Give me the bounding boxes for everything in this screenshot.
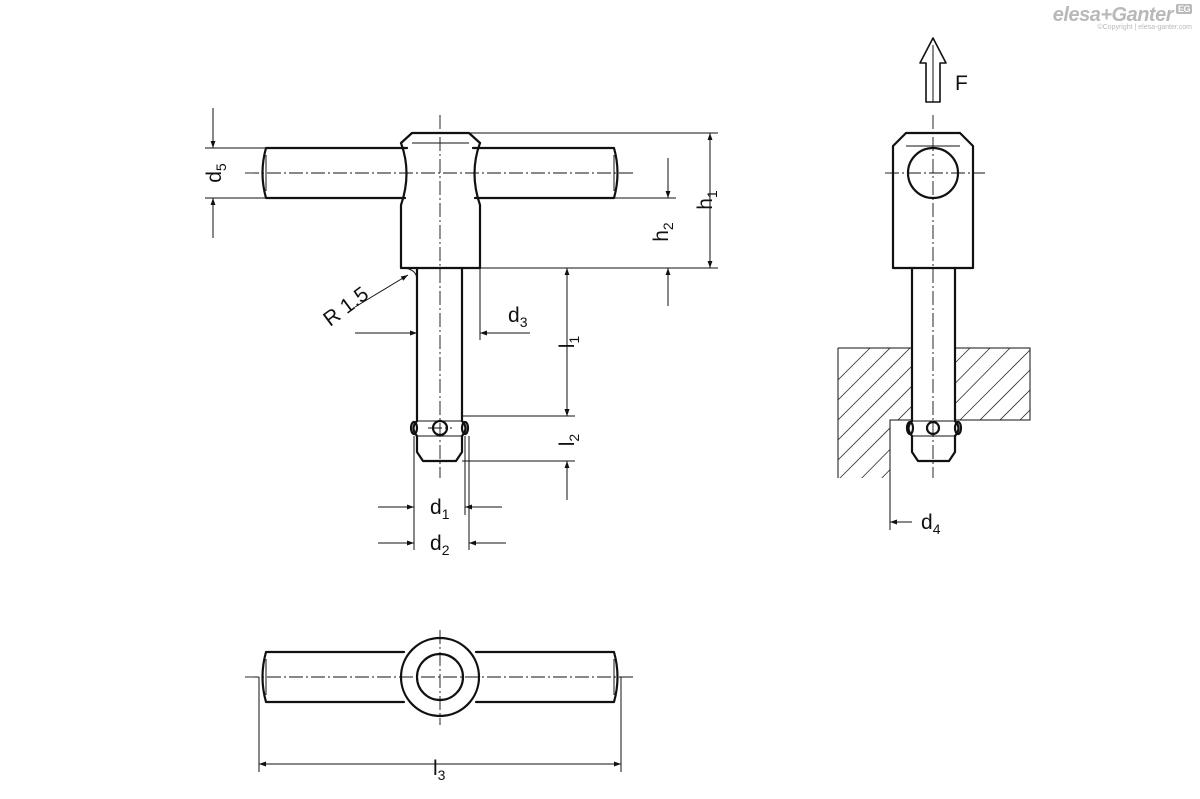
label-d2: d2 (430, 532, 450, 558)
dimension-labels: d5 h2 h1 R 1.5 d3 l1 l2 d1 d2 d4 l3 F (203, 72, 968, 783)
label-l3: l3 (433, 757, 446, 783)
label-radius: R 1.5 (319, 283, 373, 332)
label-d5: d5 (203, 163, 229, 183)
top-view (245, 630, 635, 725)
copyright-text: ©Copyright | elesa-ganter.com (1097, 24, 1192, 31)
label-l2: l2 (556, 434, 582, 447)
side-view-dimensions (889, 478, 912, 530)
front-view (245, 115, 635, 478)
brand-badge: EG (1175, 4, 1192, 14)
top-view-dimensions (258, 677, 622, 772)
label-d4: d4 (921, 511, 941, 537)
label-d1: d1 (430, 496, 450, 522)
hatched-workpiece (837, 347, 1031, 478)
side-view (837, 37, 1031, 478)
front-view-dimensions (205, 108, 718, 550)
label-force: F (955, 72, 968, 95)
label-d3: d3 (508, 304, 528, 330)
label-l1: l1 (556, 336, 582, 349)
label-h2: h2 (650, 222, 676, 242)
label-h1: h1 (694, 190, 720, 210)
